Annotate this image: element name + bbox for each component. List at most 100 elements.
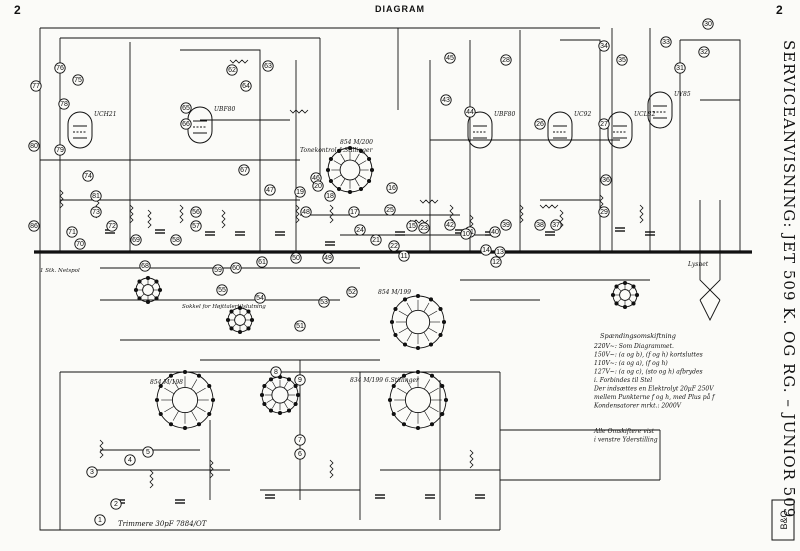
tube: UY85 (647, 91, 691, 129)
svg-text:32: 32 (700, 49, 708, 56)
svg-text:33: 33 (662, 39, 670, 46)
svg-text:65: 65 (182, 105, 190, 112)
callout-1: 1 (94, 514, 106, 526)
wiring (34, 27, 752, 531)
callout-53: 53 (318, 296, 330, 308)
callout-5: 5 (142, 446, 154, 458)
voltage-table-line: 220V~: Som Diagrammet. (593, 343, 674, 350)
tube-label: UY85 (674, 91, 691, 98)
callout-15: 15 (406, 220, 418, 232)
callout-20: 20 (312, 180, 324, 192)
callout-10: 10 (460, 228, 472, 240)
callout-13: 13 (494, 246, 506, 258)
rotary-switches (133, 145, 640, 431)
resistor (329, 204, 334, 224)
svg-text:15: 15 (408, 223, 416, 230)
svg-text:16: 16 (388, 185, 396, 192)
rotary-switch (154, 369, 216, 431)
svg-text:73: 73 (92, 209, 100, 216)
callout-32: 32 (698, 46, 710, 58)
svg-text:11: 11 (400, 253, 407, 260)
callout-51: 51 (294, 320, 306, 332)
resistor (519, 204, 524, 224)
svg-text:31: 31 (676, 65, 684, 72)
callout-42: 42 (444, 219, 456, 231)
callout-35: 35 (616, 54, 628, 66)
svg-text:17: 17 (350, 209, 358, 216)
svg-text:69: 69 (132, 237, 140, 244)
callout-48: 48 (300, 206, 312, 218)
label-socket: Sokkel for Højttalertilslutning (182, 304, 266, 310)
callout-57: 57 (190, 220, 202, 232)
tube-label: UCH21 (94, 111, 117, 118)
svg-text:64: 64 (242, 83, 250, 90)
callout-80: 80 (28, 140, 40, 152)
callout-6: 6 (294, 448, 306, 460)
capacitor (325, 241, 335, 246)
resistor (329, 459, 334, 479)
tube-label: UBF80 (494, 111, 515, 118)
side-title: SERVICEANVISNING: JET 509 K. OG RG. – JU… (780, 40, 798, 518)
callout-31: 31 (674, 62, 686, 74)
capacitor (235, 231, 245, 236)
resistor (229, 59, 249, 64)
callout-38: 38 (534, 219, 546, 231)
callout-22: 22 (388, 240, 400, 252)
callout-75: 75 (72, 74, 84, 86)
capacitor (475, 494, 485, 499)
resistor (539, 204, 559, 209)
svg-text:67: 67 (240, 167, 248, 174)
tube: UBF80 (467, 111, 515, 149)
resistor (295, 204, 300, 224)
voltage-table-line: 110V~: (a og a), (f og h) (594, 360, 668, 367)
callout-74: 74 (82, 170, 94, 182)
callout-18: 18 (324, 190, 336, 202)
rotary-switch (259, 374, 301, 416)
callout-2: 2 (110, 498, 122, 510)
svg-text:58: 58 (172, 237, 180, 244)
callout-44: 44 (464, 106, 476, 118)
callout-50: 50 (290, 252, 302, 264)
diagram-title: DIAGRAM (375, 4, 425, 14)
svg-text:75: 75 (74, 77, 82, 84)
tube: UC92 (547, 111, 591, 149)
callout-58: 58 (170, 234, 182, 246)
resistor (419, 199, 439, 204)
svg-text:44: 44 (466, 109, 474, 116)
page-number-right: 2 (776, 3, 783, 17)
rotary-switch (133, 275, 163, 305)
voltage-table-line: Alle Omskiftere vist (593, 428, 655, 435)
svg-text:43: 43 (442, 97, 450, 104)
logo-text: B&O (779, 510, 789, 529)
svg-text:72: 72 (108, 223, 116, 230)
svg-text:26: 26 (536, 121, 544, 128)
svg-text:71: 71 (68, 229, 76, 236)
callout-24: 24 (354, 224, 366, 236)
svg-text:49: 49 (324, 255, 332, 262)
svg-text:47: 47 (266, 187, 274, 194)
svg-text:10: 10 (462, 231, 470, 238)
tube: UBF80 (187, 106, 235, 144)
svg-text:36: 36 (602, 177, 610, 184)
voltage-table-heading: Spændingsomskiftning (600, 332, 676, 340)
resistor (209, 459, 214, 479)
callout-29: 29 (598, 206, 610, 218)
svg-text:19: 19 (296, 189, 304, 196)
rotary-switch (325, 145, 375, 195)
callout-39: 39 (500, 219, 512, 231)
callout-34: 34 (598, 40, 610, 52)
callout-54: 54 (254, 292, 266, 304)
callout-40: 40 (489, 226, 501, 238)
svg-text:12: 12 (492, 259, 500, 266)
capacitor (645, 231, 655, 236)
callout-12: 12 (490, 256, 502, 268)
callout-86: 86 (28, 220, 40, 232)
side-title-group: SERVICEANVISNING: JET 509 K. OG RG. – JU… (780, 40, 798, 518)
bo-logo: B&O (771, 499, 795, 541)
svg-text:42: 42 (446, 222, 454, 229)
callout-37: 37 (550, 219, 562, 231)
callout-65: 65 (180, 102, 192, 114)
resistor (129, 204, 134, 224)
